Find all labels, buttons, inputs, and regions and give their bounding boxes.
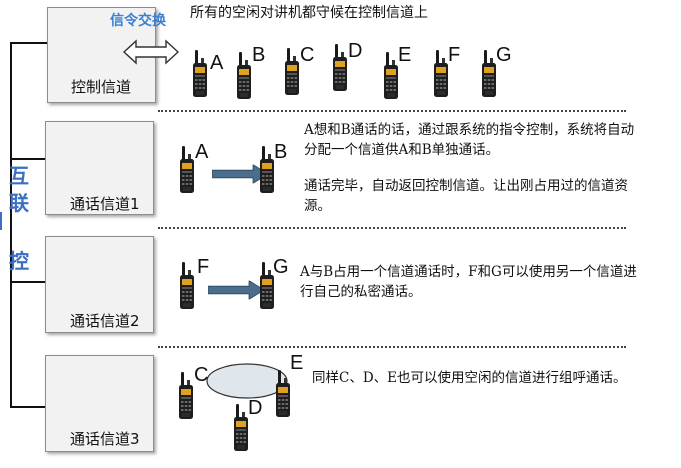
ch1-description-p2: 通话完毕，自动返回控制信道。让出刚占用过的信道资源。 <box>304 178 628 214</box>
signal-exchange-label: 信令交换 <box>110 13 166 29</box>
sidebar-char-2: 联 <box>9 191 29 215</box>
ch3-description: 同样C、D、E也可以使用空闲的信道进行组呼通话。 <box>312 370 627 386</box>
channel-2-label: 通话信道2 <box>70 312 140 330</box>
radio-label-B-control: B <box>252 44 266 66</box>
radio-label-A-ch1: A <box>195 141 209 163</box>
radio-A-control <box>192 50 208 98</box>
channel-1-label: 通话信道1 <box>70 195 140 213</box>
radio-D-ch3 <box>233 404 249 452</box>
divider-2 <box>158 227 626 229</box>
radio-C-control <box>284 48 300 96</box>
bus-tick-ch2 <box>10 281 46 283</box>
channel-2-box <box>45 236 154 333</box>
top-caption: 所有的空闲对讲机都守候在控制信道上 <box>190 5 428 21</box>
channel-3-box <box>45 355 154 452</box>
radio-B-ch1 <box>259 146 275 194</box>
radio-B-control <box>236 52 252 100</box>
channel-1-box <box>45 121 154 215</box>
radio-E-ch3 <box>275 370 291 418</box>
radio-A-ch1 <box>179 146 195 194</box>
radio-label-G-ch2: G <box>273 256 289 278</box>
radio-F-ch2 <box>179 262 195 310</box>
ch1-description-p1: A想和B通话的话，通过跟系统的指令控制，系统将自动分配一个信道供A和B单独通话。 <box>304 122 635 158</box>
sidebar-bus-line <box>10 42 12 408</box>
sidebar-char-1: 互 <box>9 164 29 188</box>
radio-label-F-control: F <box>448 44 461 66</box>
radio-label-A-control: A <box>210 52 224 74</box>
bus-tick-control <box>10 42 48 44</box>
bus-tick-ch1 <box>10 158 46 160</box>
divider-3 <box>158 346 626 348</box>
radio-label-F-ch2: F <box>197 256 210 278</box>
radio-label-G-control: G <box>496 44 512 66</box>
radio-G-control <box>481 50 497 98</box>
control-channel-box <box>47 7 156 103</box>
ch1-description: A想和B通话的话，通过跟系统的指令控制，系统将自动分配一个信道供A和B单独通话。… <box>304 120 640 216</box>
sidebar-char-3: 控 <box>9 249 29 273</box>
radio-label-D-control: D <box>348 40 363 62</box>
channel-3-label: 通话信道3 <box>70 430 140 448</box>
radio-label-C-ch3: C <box>194 364 209 386</box>
radio-E-control <box>383 52 399 100</box>
radio-label-E-control: E <box>398 44 412 66</box>
radio-D-control <box>332 44 348 92</box>
radio-label-C-control: C <box>300 44 315 66</box>
radio-label-E-ch3: E <box>290 352 304 374</box>
divider-1 <box>158 110 626 112</box>
radio-label-B-ch1: B <box>274 141 288 163</box>
ch2-arrow <box>208 280 264 300</box>
sidebar-vertical-mark <box>0 212 2 230</box>
radio-F-control <box>433 50 449 98</box>
ch2-description: A与B占用一个信道通话时，F和G可以使用另一个信道进行自己的私密通话。 <box>300 264 637 300</box>
radio-C-ch3 <box>178 372 194 420</box>
signal-double-arrow <box>122 39 180 65</box>
bus-tick-ch3 <box>10 406 46 408</box>
radio-label-D-ch3: D <box>248 397 263 419</box>
control-channel-label: 控制信道 <box>71 78 132 96</box>
